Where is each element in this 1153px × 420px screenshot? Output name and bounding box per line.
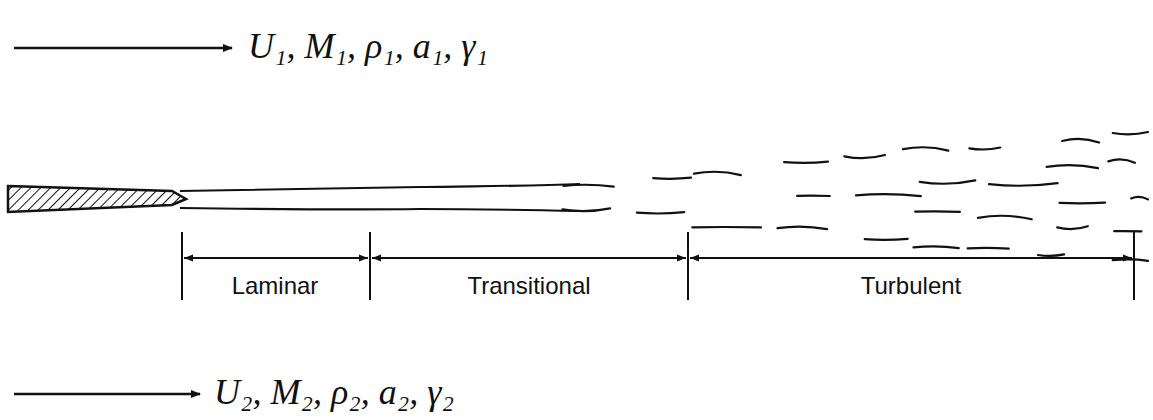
eddy-stroke xyxy=(784,162,828,163)
eddy-stroke xyxy=(1114,230,1141,232)
eddy-stroke xyxy=(920,180,976,183)
region-label: Turbulent xyxy=(858,274,965,298)
region-label: Transitional xyxy=(464,274,593,298)
eddy-stroke xyxy=(1062,139,1099,143)
lower-stream-arrow xyxy=(14,393,200,396)
eddy-stroke xyxy=(989,183,1058,186)
eddy-stroke xyxy=(865,239,908,240)
eddy-stroke xyxy=(1113,132,1148,134)
eddy-stroke xyxy=(1108,159,1135,162)
eddy-stroke xyxy=(562,208,610,211)
eddy-stroke xyxy=(1038,254,1064,256)
region-brackets xyxy=(182,232,1134,300)
eddy-stroke xyxy=(778,227,828,230)
eddy-stroke xyxy=(692,226,761,229)
eddy-stroke xyxy=(1047,165,1098,168)
eddy-stroke xyxy=(797,194,830,197)
eddy-stroke xyxy=(637,212,684,213)
eddy-stroke xyxy=(1131,197,1148,200)
eddy-stroke xyxy=(653,178,691,179)
eddy-stroke xyxy=(914,246,959,248)
eddy-stroke xyxy=(915,210,960,213)
eddy-stroke xyxy=(968,247,1009,250)
eddy-stroke xyxy=(1113,259,1148,260)
turbulent-eddies xyxy=(562,132,1148,261)
splitter-plate xyxy=(0,180,200,220)
region-label: Laminar xyxy=(229,274,322,298)
eddy-stroke xyxy=(969,148,1000,150)
lower-stream-conditions: U₂, M₂, ρ₂, a₂, γ₂ xyxy=(214,374,454,410)
eddy-stroke xyxy=(903,147,948,150)
laminar-layer xyxy=(180,184,580,211)
eddy-stroke xyxy=(1057,226,1088,229)
eddy-stroke xyxy=(1060,202,1106,205)
eddy-stroke xyxy=(978,216,1032,220)
eddy-stroke xyxy=(856,194,921,196)
eddy-stroke xyxy=(844,155,885,158)
upper-stream-arrow xyxy=(14,47,232,50)
eddy-stroke xyxy=(694,172,741,175)
upper-stream-conditions: U₁, M₁, ρ₁, a₁, γ₁ xyxy=(248,28,488,64)
eddy-stroke xyxy=(564,185,614,187)
